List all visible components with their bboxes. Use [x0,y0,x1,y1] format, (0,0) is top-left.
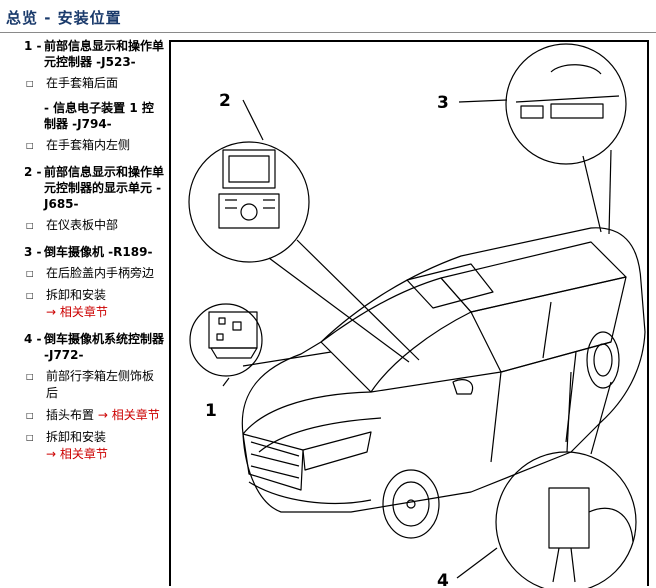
callout-leader-4 [456,547,498,579]
car-body [241,227,646,513]
installation-figure: 1 2 3 4 [169,40,649,588]
square-bullet-icon: □ [26,79,34,88]
item-title: 倒车摄像机 -R189- [44,245,153,259]
square-bullet-icon: □ [26,221,34,230]
legend-item-2: 2 - 前部信息显示和操作单元控制器的显示单元 -J685- □ 在仪表板中部 [24,164,164,234]
item-title: 倒车摄像机系统控制器 -J772- [44,332,165,362]
square-bullet-icon: □ [26,291,34,300]
callout-leader-2 [242,99,264,141]
list-item: □ 插头布置 → 相关章节 [26,408,160,422]
legend-item-4: 4 - 倒车摄像机系统控制器 -J772- □ 前部行李箱左侧饰板后 □ 插头布… [24,331,164,463]
square-bullet-icon: □ [26,372,34,381]
list-item: □ 在手套箱后面 [26,76,119,90]
related-chapter-link[interactable]: → 相关章节 [46,305,108,319]
item-subtitle: - 信息电子装置 1 控制器 -J794- [44,101,154,131]
car-diagram: 1 2 3 4 [188,43,646,588]
inset-camera-controller-j772 [495,371,637,588]
callout-leader-1 [222,377,230,387]
legend-list: 1 - 前部信息显示和操作单元控制器 -J523- □ 在手套箱后面 - 信息电… [24,38,164,473]
legend-item-3: 3 - 倒车摄像机 -R189- □ 在后脸盖内手柄旁边 □ 拆卸和安装 → 相… [24,244,164,321]
title-divider [0,32,656,33]
item-number: 3 - [24,245,42,259]
item-title: 前部信息显示和操作单元控制器的显示单元 -J685- [44,165,165,211]
square-bullet-icon: □ [26,269,34,278]
list-item: □ 在仪表板中部 [26,218,119,232]
callout-1: 1 [205,401,217,421]
legend-item-1: 1 - 前部信息显示和操作单元控制器 -J523- □ 在手套箱后面 - 信息电… [24,38,164,154]
inset-control-unit-j523 [189,303,332,377]
callout-3: 3 [437,93,449,113]
list-item: □ 前部行李箱左侧饰板后 [26,369,155,400]
callout-2: 2 [219,91,231,111]
item-title: 前部信息显示和操作单元控制器 -J523- [44,39,165,69]
list-item: □ 在手套箱内左侧 [26,138,131,152]
list-item: □ 拆卸和安装 → 相关章节 [26,430,108,461]
front-wheel [382,469,440,539]
inset-display-unit-j685 [188,141,420,363]
related-chapter-link[interactable]: → 相关章节 [46,447,108,461]
square-bullet-icon: □ [26,433,34,442]
square-bullet-icon: □ [26,411,34,420]
list-item: □ 拆卸和安装 → 相关章节 [26,288,108,319]
callout-leader-3 [458,99,508,103]
item-number: 4 - [24,332,42,346]
related-chapter-link[interactable]: → 相关章节 [97,408,160,422]
page-title: 总览 - 安装位置 [6,9,122,27]
rear-wheel [586,331,620,389]
item-number: 1 - [24,39,42,53]
inset-rear-camera-r189 [505,43,627,235]
item-number: 2 - [24,165,42,179]
square-bullet-icon: □ [26,141,34,150]
list-item: □ 在后脸盖内手柄旁边 [26,266,155,280]
callout-4: 4 [437,571,449,588]
